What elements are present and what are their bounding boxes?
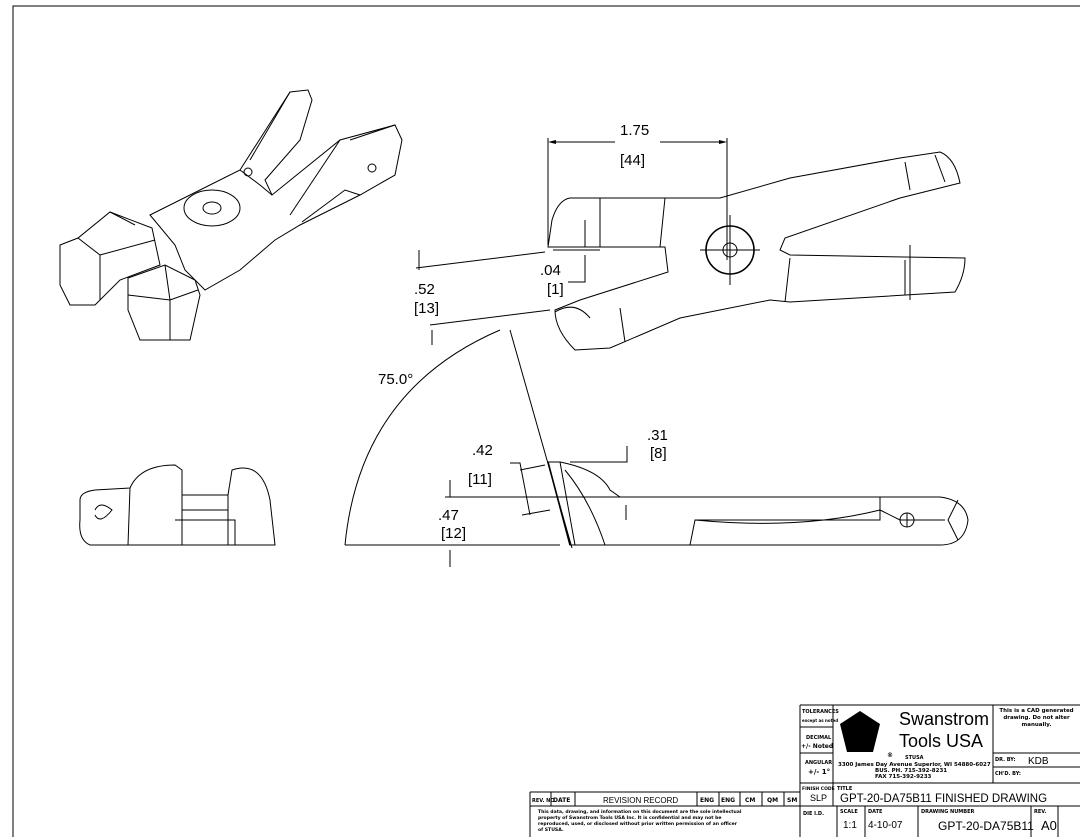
dim-jaw-in: .42 — [472, 442, 493, 459]
dim-offset-in: .31 — [647, 427, 668, 444]
isometric-view — [59, 89, 403, 341]
rev-header-sm: SM — [787, 797, 797, 804]
dim-angle: 75.0° — [378, 371, 413, 388]
drawing-title: GPT-20-DA75B11 FINISHED DRAWING — [840, 793, 1047, 805]
dim-gap-mm: [1] — [547, 281, 564, 298]
rev-header-record: REVISION RECORD — [603, 796, 678, 805]
confidentiality-line: property of Swanstrom Tools USA Inc. It … — [538, 815, 721, 821]
checked-by-label: CH'D. BY: — [995, 771, 1021, 777]
company-name-line1: Swanstrom — [899, 709, 989, 729]
finish-code-label: FINISH CODE — [802, 786, 835, 792]
confidentiality-line: reproduced, used, or disclosed without p… — [538, 821, 738, 827]
dim-gap-in: .04 — [540, 262, 561, 279]
dim-opening-mm: [13] — [414, 300, 439, 317]
rev-header-date: DATE — [553, 797, 570, 804]
company-phone: BUS. PH. 715-392-8231 — [875, 768, 947, 774]
decimal-value: +/- Noted — [801, 743, 833, 750]
dimension-labels: 1.75 [44] .04 [1] .52 [13] 75.0° .31 [8]… — [378, 122, 668, 542]
title-block: TOLERANCES except as noted DECIMAL +/- N… — [799, 704, 1080, 837]
dim-width-in: 1.75 — [620, 122, 649, 139]
confidentiality-line: of STUSA. — [538, 827, 564, 833]
date-label: DATE — [868, 809, 883, 815]
rev-header-qm: QM — [767, 797, 778, 804]
dimension-lines — [344, 138, 728, 567]
title-label: TITLE — [837, 786, 853, 792]
dim-height-in: .47 — [438, 507, 459, 524]
company-name-line2: Tools USA — [899, 731, 983, 751]
decimal-label: DECIMAL — [806, 735, 832, 741]
rev-header-eng1: ENG — [700, 797, 714, 804]
dim-width-mm: [44] — [620, 152, 645, 169]
dim-offset-mm: [8] — [650, 445, 667, 462]
confidentiality-line: This data, drawing, and information on t… — [538, 809, 742, 815]
svg-text:®: ® — [887, 752, 893, 759]
end-view — [79, 464, 276, 546]
scale-label: SCALE — [840, 809, 858, 815]
dim-opening-in: .52 — [414, 281, 435, 298]
logo-mark: STUSA — [905, 755, 924, 761]
angular-label: ANGULAR — [805, 760, 832, 766]
die-id-label: DIE I.D. — [803, 811, 824, 817]
company-logo: ® STUSA — [840, 711, 924, 761]
scale-value: 1:1 — [843, 820, 857, 831]
rev-value: A0 — [1041, 818, 1057, 833]
revision-record: REV. NO DATE REVISION RECORD ENG ENG CM … — [529, 791, 800, 837]
rev-header-eng2: ENG — [721, 797, 735, 804]
company-fax: FAX 715-392-9233 — [875, 774, 932, 780]
drawn-by-label: DR. BY: — [995, 757, 1015, 763]
plier-side-view — [547, 461, 969, 546]
finish-code: SLP — [810, 793, 827, 803]
tolerances-note: except as noted — [802, 718, 838, 723]
rev-header-rev-no: REV. NO — [532, 798, 555, 804]
company-address: 3300 James Day Avenue Superior, WI 54880… — [838, 762, 991, 768]
date-value: 4-10-07 — [868, 820, 903, 831]
angular-value: +/- 1° — [808, 768, 830, 776]
dim-jaw-mm: [11] — [468, 471, 492, 488]
cad-note: This is a CAD generated drawing. Do not … — [999, 708, 1074, 728]
plier-open-view — [547, 151, 966, 351]
drawing-number-label: DRAWING NUMBER — [921, 809, 974, 815]
drawn-by: KDB — [1028, 756, 1049, 767]
sheet-border — [12, 5, 1080, 837]
rev-label: REV. — [1034, 809, 1046, 815]
drawing-number: GPT-20-DA75B11 — [938, 819, 1034, 833]
rev-header-cm: CM — [745, 797, 755, 804]
dim-height-mm: [12] — [441, 525, 466, 542]
tolerances-label: TOLERANCES — [802, 709, 839, 715]
